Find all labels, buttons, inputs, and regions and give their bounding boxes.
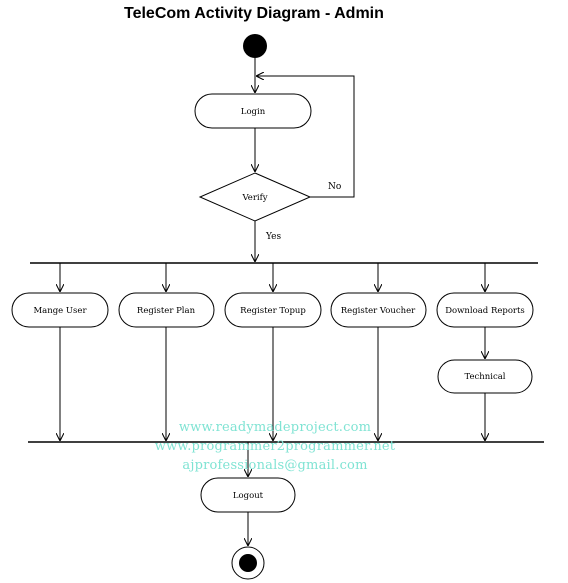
activity-login (194, 93, 312, 129)
edge-verify-no (256, 76, 355, 198)
diagram-title: TeleCom Activity Diagram - Admin (124, 5, 384, 22)
activity-login-label: Login (241, 107, 266, 117)
decision-verify-label: Verify (241, 193, 267, 203)
activity-register-voucher-label: Register Voucher (341, 306, 416, 316)
activity-register-topup-label: Register Topup (240, 306, 306, 316)
final-node-core (239, 554, 257, 572)
activity-register-plan-label: Register Plan (137, 306, 196, 316)
activity-download-reports-label: Download Reports (445, 306, 525, 316)
watermark-line-3: ajprofessionals@gmail.com (182, 458, 368, 473)
activity-technical-label: Technical (464, 372, 505, 382)
initial-node (243, 34, 267, 58)
guard-no: No (328, 182, 341, 192)
activity-mange-user-label: Mange User (33, 306, 87, 316)
guard-yes: Yes (265, 232, 281, 242)
activity-logout-label: Logout (233, 491, 264, 501)
watermark-line-1: www.readymadeproject.com (178, 420, 372, 435)
watermark-line-2: www.programmer2programmer.net (154, 439, 396, 454)
